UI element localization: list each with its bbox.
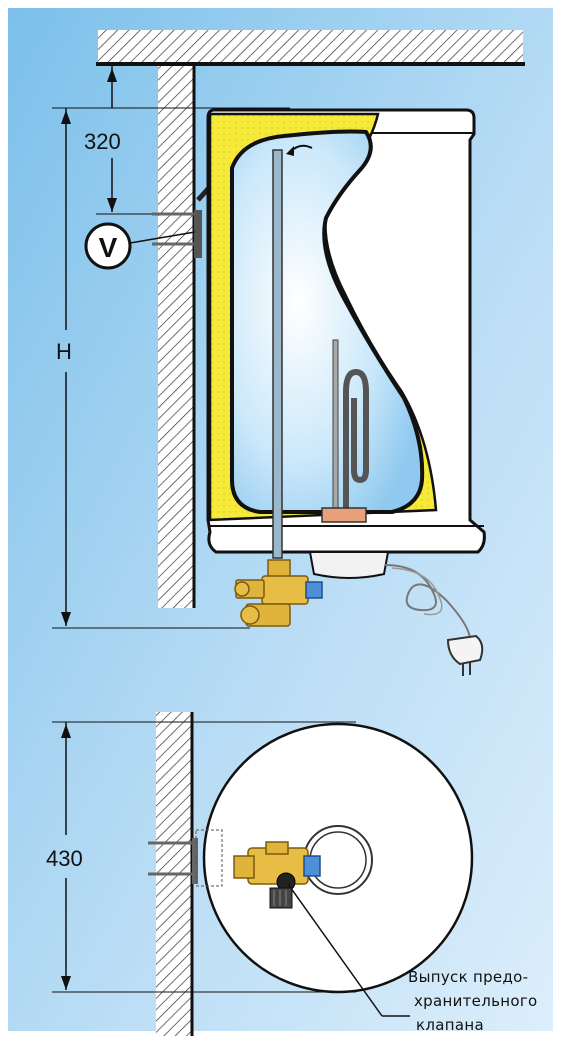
callout-line-1: Выпуск предо- — [408, 968, 528, 986]
tank-circle — [202, 722, 474, 994]
wall-side-view — [158, 66, 196, 608]
ceiling — [96, 30, 525, 66]
safety-valve-side — [234, 559, 323, 627]
v-marker-letter: V — [99, 232, 118, 263]
callout-text: Выпуск предо- хранительного клапана — [408, 968, 537, 1034]
anode-rod — [332, 339, 339, 513]
heating-element — [343, 368, 369, 512]
safety-valve-top — [233, 841, 321, 909]
power-plug — [446, 634, 484, 666]
dimension-430-label: 430 — [46, 846, 83, 871]
inlet-tube — [272, 149, 283, 559]
water-heater-side — [206, 108, 486, 579]
v-marker: V — [84, 222, 196, 270]
dimension-430: 430 — [46, 721, 356, 993]
callout-line-2: хранительного — [414, 992, 537, 1010]
v-marker-circle — [84, 222, 132, 270]
callout-leader — [287, 883, 410, 1017]
dimension-320-label: 320 — [84, 129, 121, 154]
flange — [321, 507, 367, 523]
callout-line-3: клапана — [416, 1016, 484, 1034]
bottom-cover — [308, 551, 390, 579]
dimension-h-label: H — [56, 339, 72, 364]
water-heater-top — [148, 722, 474, 994]
dimension-h: H — [52, 107, 290, 629]
power-cord — [384, 564, 484, 676]
